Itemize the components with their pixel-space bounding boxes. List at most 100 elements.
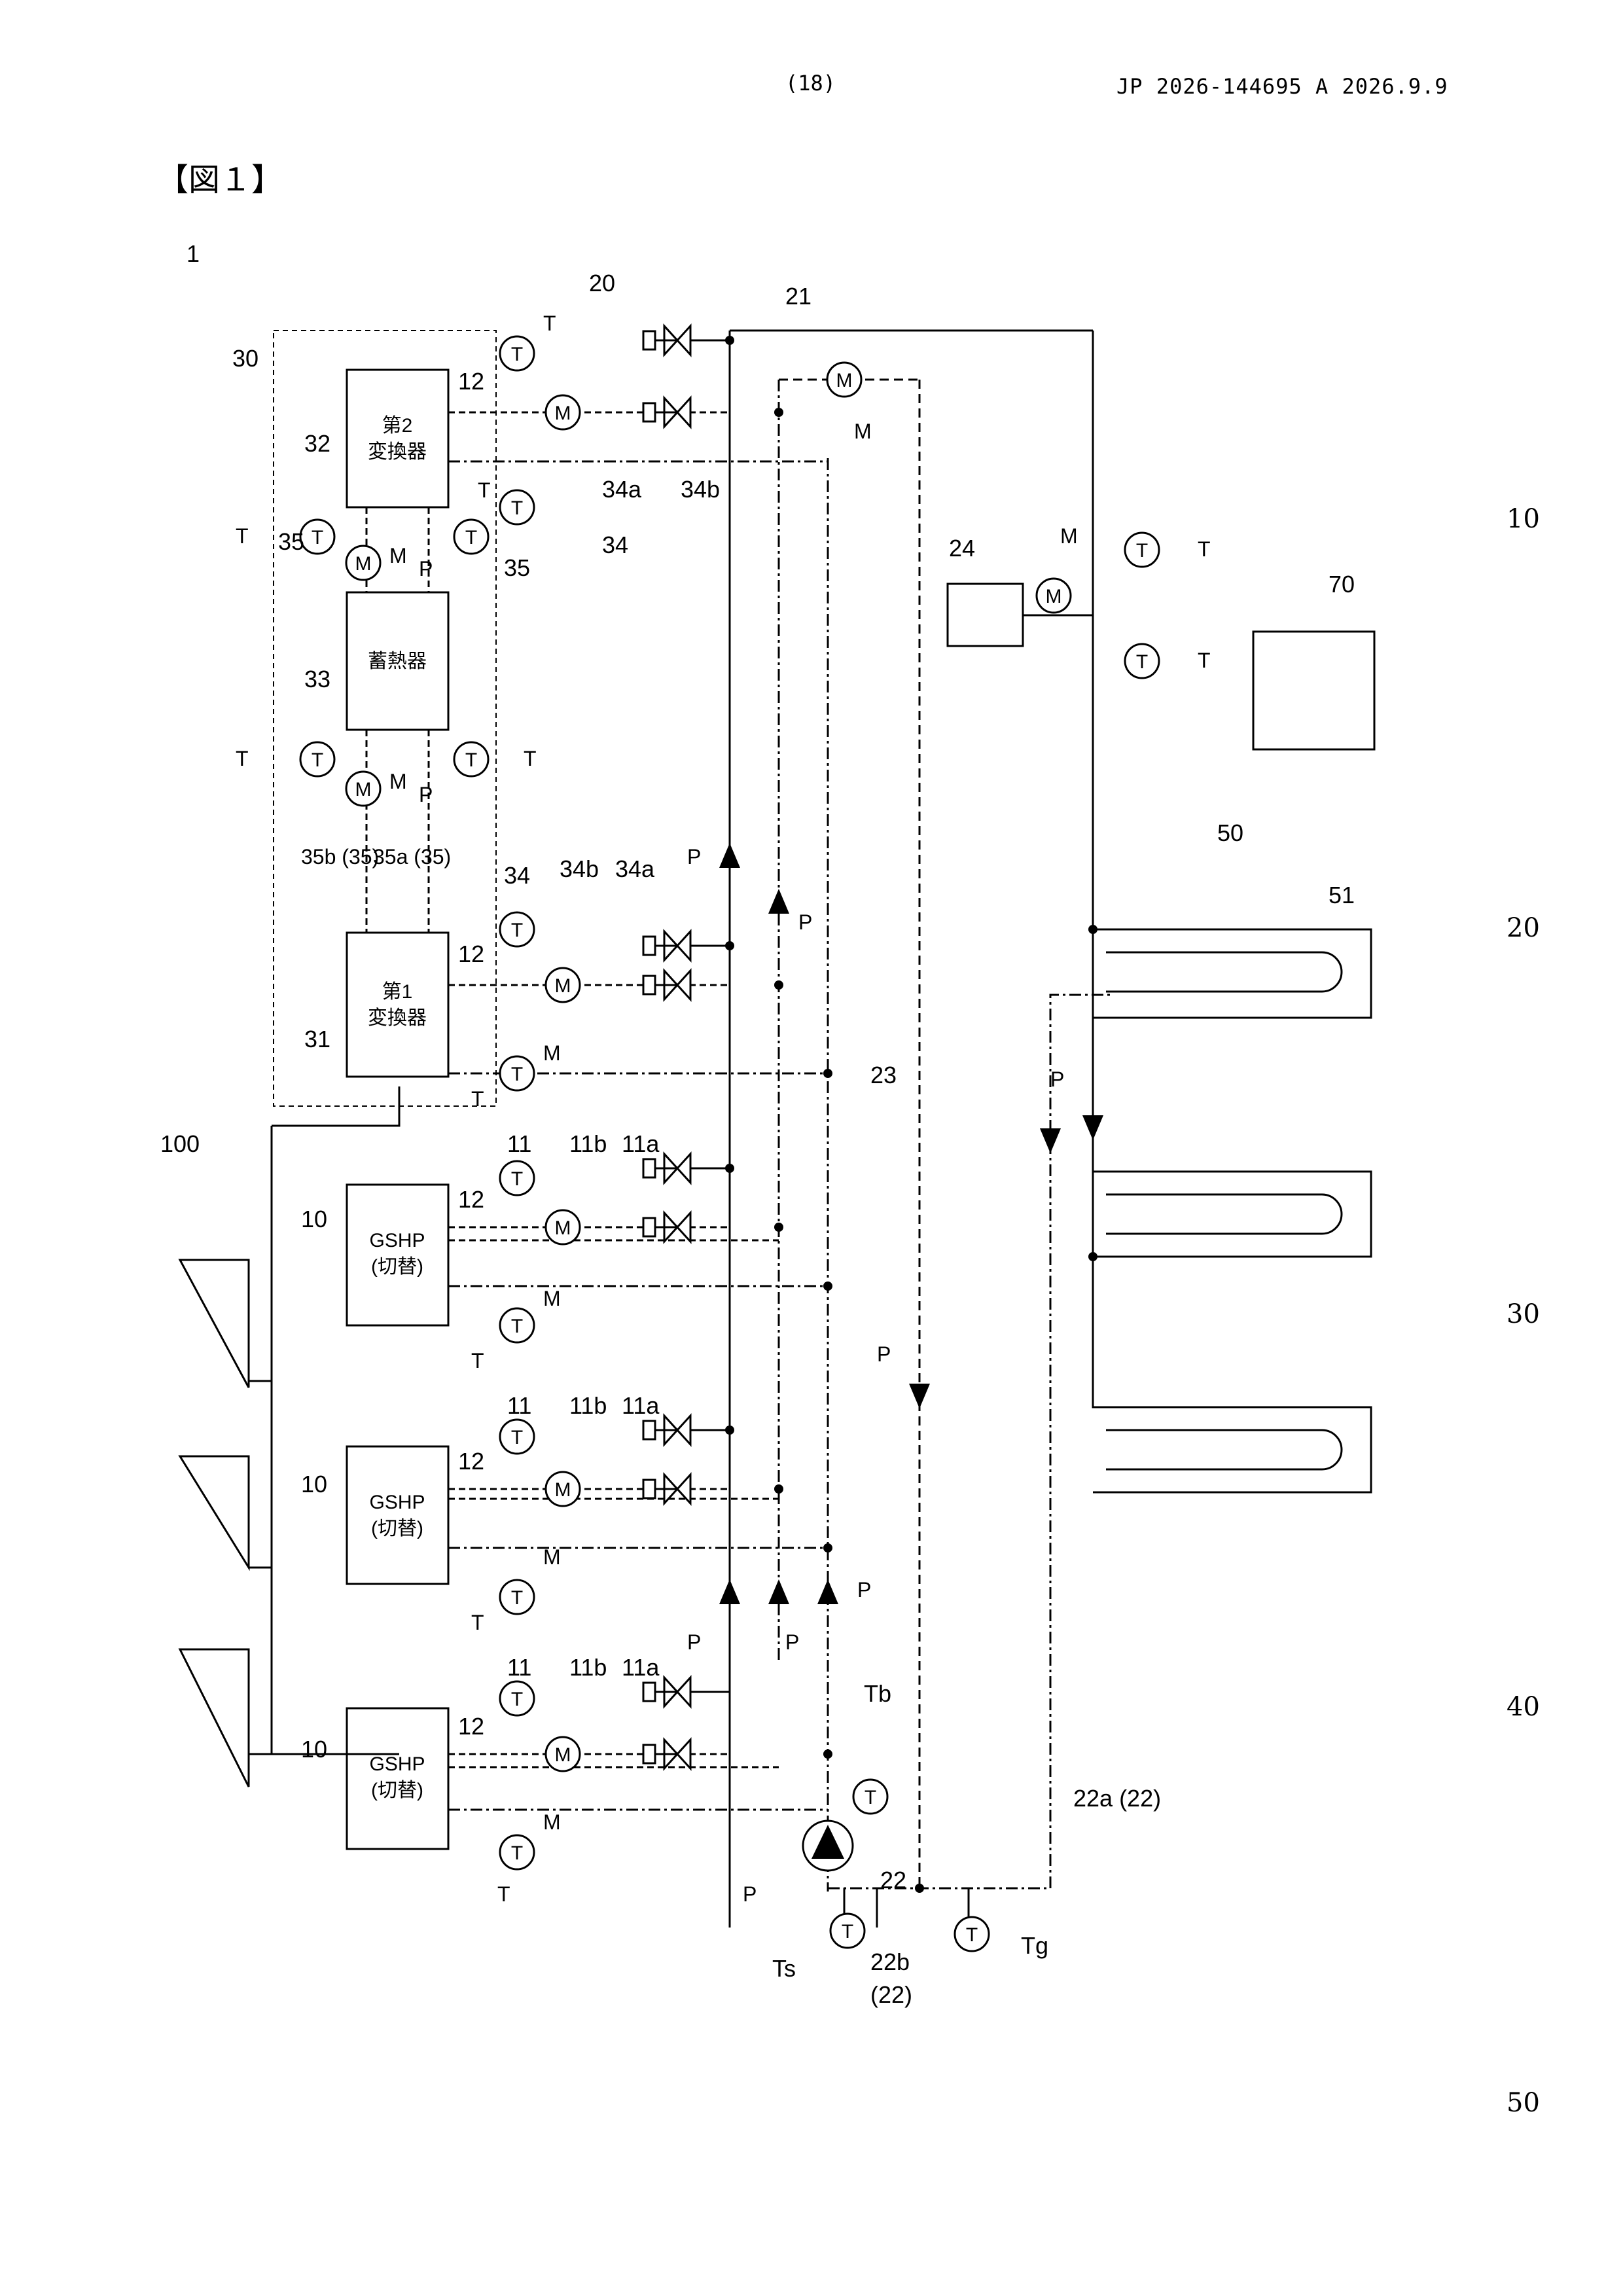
valves-20: 20 xyxy=(589,270,615,296)
valve-11b: 11b xyxy=(569,1392,607,1419)
borehole xyxy=(1093,1172,1371,1257)
meter-label: M xyxy=(389,544,407,567)
ex2-ref: 32 xyxy=(304,430,330,457)
line-12: 12 xyxy=(458,941,484,967)
valve-group-11: 11 xyxy=(507,1130,531,1157)
gshp-ref: 10 xyxy=(301,1471,327,1498)
pump-label: P xyxy=(1050,1067,1064,1091)
sensor-label: T xyxy=(543,312,556,335)
sensor-label: T xyxy=(478,478,491,502)
gshp-sublabel: (切替) xyxy=(371,1256,423,1278)
borehole-group-ref: 50 xyxy=(1217,819,1243,846)
sensor-label: T xyxy=(236,747,249,770)
meter-label: M xyxy=(543,1287,561,1310)
gshp-unit xyxy=(347,1708,448,1849)
gshp-ref: 10 xyxy=(301,1736,327,1763)
line-23: 23 xyxy=(870,1062,897,1088)
line-35b: 35b (35) xyxy=(301,845,379,869)
line-35a: 35a (35) xyxy=(373,845,451,869)
gshp-sublabel: (切替) xyxy=(371,1518,423,1539)
ex1-ref: 31 xyxy=(304,1026,330,1052)
heat-unit-ref: 30 xyxy=(232,345,259,372)
borehole xyxy=(1093,1407,1371,1492)
storage-label: 蓄熱器 xyxy=(368,651,427,672)
pump-label: P xyxy=(857,1578,871,1602)
sensor-tg: Tg xyxy=(1021,1932,1048,1959)
ex2-sublabel: 変換器 xyxy=(368,441,427,463)
valve-34b: 34b xyxy=(560,855,599,882)
valve-11a: 11a xyxy=(622,1392,660,1419)
gshp-ref: 10 xyxy=(301,1206,327,1232)
valve-34a: 34a xyxy=(615,855,655,882)
meter-label: M xyxy=(543,1545,561,1569)
sensor-label: T xyxy=(497,1882,510,1906)
line-22b-ref: (22) xyxy=(870,1981,912,2008)
valve-group-11: 11 xyxy=(507,1654,531,1681)
line-22b: 22b xyxy=(870,1948,910,1975)
box-70 xyxy=(1253,632,1374,749)
sensor-label: T xyxy=(1198,537,1211,561)
meter-label: M xyxy=(389,770,407,793)
meter-label: M xyxy=(1060,524,1078,548)
ex1-sublabel: 変換器 xyxy=(368,1007,427,1029)
pump-label: P xyxy=(743,1882,757,1906)
pump-label: P xyxy=(785,1630,799,1654)
valve-11b: 11b xyxy=(569,1130,607,1157)
valve-group-11: 11 xyxy=(507,1392,531,1419)
line-22a: 22a (22) xyxy=(1073,1785,1161,1812)
system-ref: 1 xyxy=(187,240,200,267)
meter-label: M xyxy=(543,1041,561,1065)
gshp-label: GSHP xyxy=(369,1753,425,1775)
pump-label: P xyxy=(687,845,701,869)
sensor-label: T xyxy=(471,1349,484,1372)
ex1-label: 第1 xyxy=(382,981,413,1003)
pump-label: P xyxy=(877,1342,891,1366)
valve-group-34: 34 xyxy=(504,862,530,889)
valve-11a: 11a xyxy=(622,1130,660,1157)
line-35: 35 xyxy=(278,528,304,555)
line-12: 12 xyxy=(458,1713,484,1740)
valve-34a: 34a xyxy=(602,476,642,503)
tank-24-ref: 24 xyxy=(949,535,975,562)
gshp-sublabel: (切替) xyxy=(371,1780,423,1801)
sensor-label: T xyxy=(524,747,537,770)
line-21: 21 xyxy=(785,283,812,310)
gshp-unit xyxy=(347,1185,448,1325)
line-22: 22 xyxy=(880,1867,906,1893)
valve-group-34: 34 xyxy=(602,531,628,558)
valve-34b: 34b xyxy=(681,476,720,503)
solar-panel xyxy=(180,1456,249,1568)
borehole-51-ref: 51 xyxy=(1329,882,1355,908)
sensor-tb: Tb xyxy=(864,1680,891,1707)
tank-24 xyxy=(948,584,1023,646)
valve-11b: 11b xyxy=(569,1654,607,1681)
line-12: 12 xyxy=(458,1448,484,1475)
pump-label: P xyxy=(687,1630,701,1654)
pump-label: P xyxy=(419,783,433,806)
second-converter xyxy=(347,370,448,507)
line-12: 12 xyxy=(458,368,484,395)
solar-group-ref: 100 xyxy=(160,1130,200,1157)
line-12: 12 xyxy=(458,1186,484,1213)
box-70-ref: 70 xyxy=(1329,571,1355,598)
sensor-label: T xyxy=(471,1611,484,1634)
meter-label: M xyxy=(854,420,872,443)
meter-label: M xyxy=(543,1810,561,1834)
gshp-label: GSHP xyxy=(369,1230,425,1251)
sensor-label: T xyxy=(471,1087,484,1111)
valve-11a: 11a xyxy=(622,1654,660,1681)
borehole xyxy=(1093,929,1371,1018)
ex2-label: 第2 xyxy=(382,415,413,437)
pump-label: P xyxy=(798,910,812,934)
gshp-label: GSHP xyxy=(369,1492,425,1513)
sensor-label: T xyxy=(1198,649,1211,672)
line-35: 35 xyxy=(504,554,530,581)
storage-ref: 33 xyxy=(304,666,330,692)
solar-panel xyxy=(180,1649,249,1787)
pump-label: P xyxy=(419,557,433,581)
solar-panel xyxy=(180,1260,249,1388)
sensor-ts: Ts xyxy=(772,1955,796,1982)
first-converter xyxy=(347,933,448,1077)
sensor-label: T xyxy=(236,524,249,548)
